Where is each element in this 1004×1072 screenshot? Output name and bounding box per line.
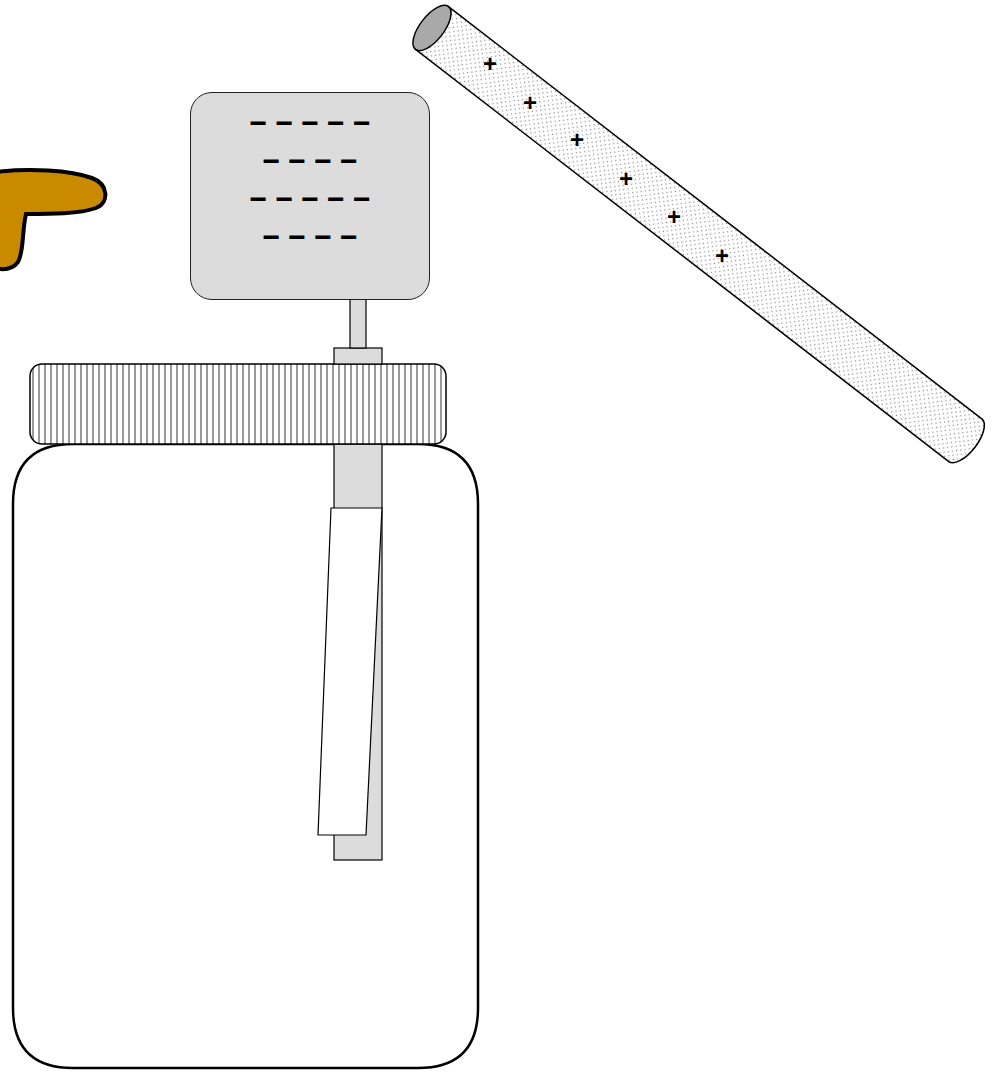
jar-lid [30, 364, 446, 444]
charge-sign: + [483, 52, 497, 76]
charge-signs: − − − − [201, 218, 419, 256]
jar [13, 444, 478, 1068]
metal-leaf [318, 508, 382, 835]
charge-sign: + [619, 167, 633, 191]
charged-rod [406, 0, 991, 469]
charge-signs: − − − − [201, 142, 419, 180]
metal-plate: − − − − −− − − −− − − − −− − − − [190, 92, 430, 300]
charge-sign: + [523, 91, 537, 115]
charge-sign: + [715, 244, 729, 268]
charge-signs: − − − − − [201, 180, 419, 218]
charge-sign: + [667, 205, 681, 229]
finger [0, 170, 105, 269]
charge-signs: − − − − − [201, 104, 419, 142]
charge-sign: + [570, 128, 584, 152]
stem-collar [334, 348, 382, 364]
